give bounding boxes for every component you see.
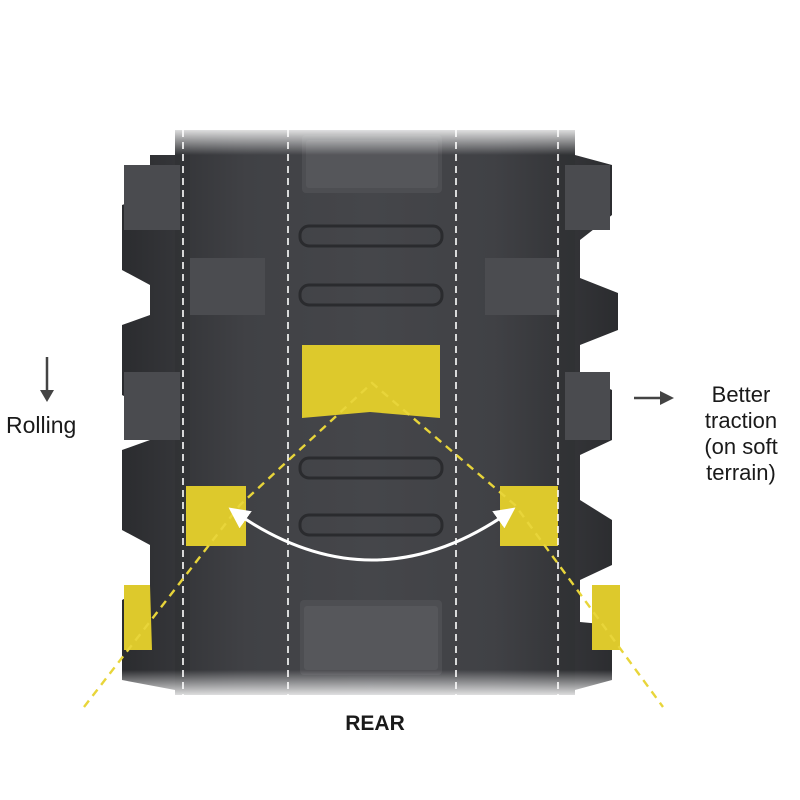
arrow-right-icon xyxy=(634,391,674,405)
traction-label: Better traction (on soft terrain) xyxy=(704,382,778,485)
right-highlight-knob xyxy=(500,486,558,546)
right-knobs xyxy=(485,165,610,440)
rolling-label: Rolling xyxy=(6,412,77,438)
groove-guide-lines xyxy=(182,130,559,695)
highlighted-knobs xyxy=(124,345,620,650)
right-edge-highlight-knob xyxy=(592,585,620,650)
left-edge-highlight-knob xyxy=(124,585,152,650)
left-knobs xyxy=(124,165,265,440)
angle-guide-lines xyxy=(83,381,664,708)
arrow-down-icon xyxy=(40,357,54,402)
center-knob-bottom xyxy=(300,600,442,675)
rear-label: REAR xyxy=(345,712,405,735)
left-highlight-knob xyxy=(186,486,246,546)
angle-arc-arrow xyxy=(228,507,516,562)
center-highlight-knob xyxy=(302,345,440,418)
